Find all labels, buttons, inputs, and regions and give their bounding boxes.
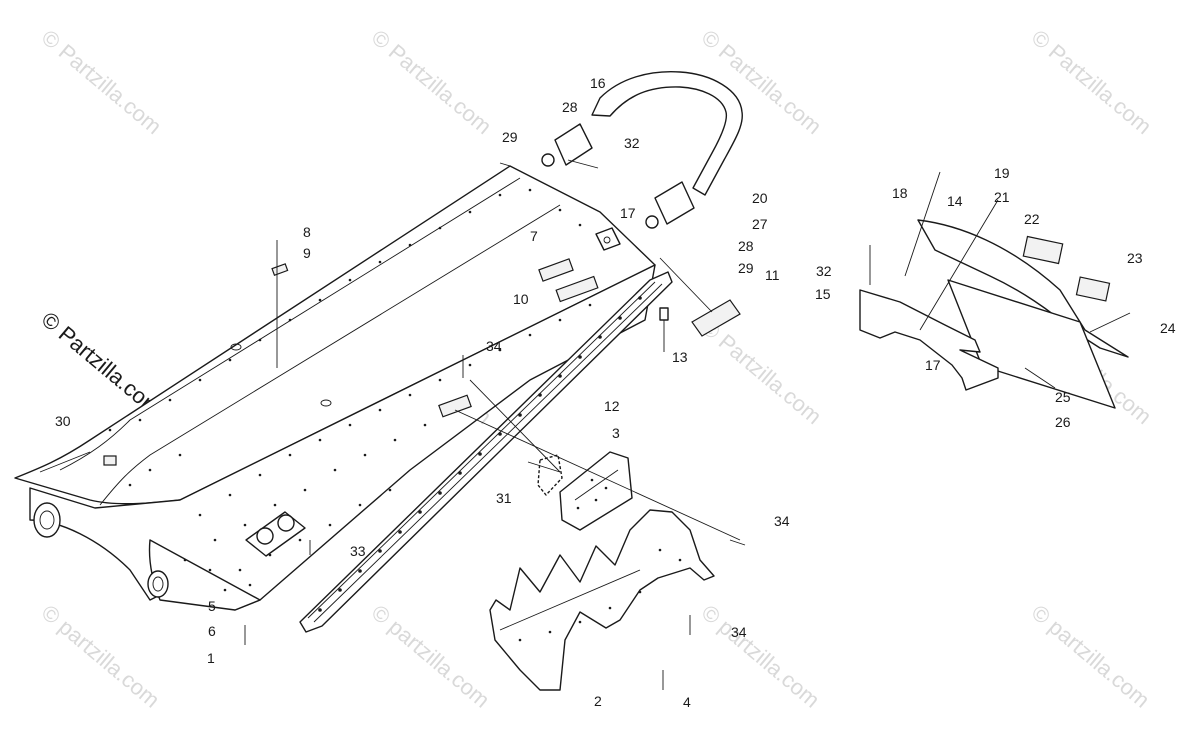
callout-31: 31 (496, 490, 512, 506)
snow-flap-2 (489, 509, 715, 691)
reflector-11 (691, 299, 741, 337)
callout-3: 3 (612, 425, 620, 441)
callout-14: 14 (947, 193, 963, 209)
knob-29-left (541, 153, 555, 167)
callout-6: 6 (208, 623, 216, 639)
decal-22 (1022, 235, 1064, 265)
callout-23: 23 (1127, 250, 1143, 266)
bracket-3 (469, 379, 633, 531)
callout-5: 5 (208, 598, 216, 614)
callout-34-bottom: 34 (731, 624, 747, 640)
watermark-top-2: © Partzilla.com (367, 25, 497, 139)
tunnel-top (14, 165, 656, 505)
callout-9: 9 (303, 245, 311, 261)
callout-29-top: 29 (502, 129, 518, 145)
callout-16: 16 (590, 75, 606, 91)
callout-28-top: 28 (562, 99, 578, 115)
rear-flap-assembly (859, 171, 1131, 409)
tunnel-mount-hole-front (33, 502, 61, 538)
callouts: 1 2 3 4 5 6 7 8 9 10 11 12 13 14 15 16 1… (55, 75, 1176, 710)
callout-26: 26 (1055, 414, 1071, 430)
handle-mount-right (654, 181, 695, 225)
fasteners (244, 162, 746, 690)
callout-7: 7 (530, 228, 538, 244)
callout-13: 13 (672, 349, 688, 365)
tunnel-ridge-3 (39, 451, 91, 473)
callout-21: 21 (994, 189, 1010, 205)
tunnel-mount-hole-rear (147, 570, 169, 598)
callout-10: 10 (513, 291, 529, 307)
callout-22: 22 (1024, 211, 1040, 227)
callout-17-top: 17 (620, 205, 636, 221)
shield-31 (537, 454, 563, 496)
tunnel-ridge-2 (99, 204, 561, 506)
decal-30 (103, 455, 117, 466)
callout-34-top: 34 (486, 338, 502, 354)
callout-32-top: 32 (624, 135, 640, 151)
watermark-top-1: © Partzilla.com (37, 25, 167, 139)
callout-2: 2 (594, 693, 602, 709)
tag-9 (271, 263, 289, 276)
watermark-bottom-4: © partzilla.com (1027, 600, 1155, 713)
tunnel-rivets (108, 188, 592, 592)
callout-27: 27 (752, 216, 768, 232)
callout-12: 12 (604, 398, 620, 414)
watermark-bottom-2: © partzilla.com (367, 600, 495, 713)
tunnel-assembly (14, 165, 656, 611)
callout-8: 8 (303, 224, 311, 240)
bracket-15 (859, 289, 999, 391)
rail-teeth (318, 296, 642, 612)
watermark-mid-2: © Partzilla.com (697, 315, 827, 429)
callout-4: 4 (683, 694, 691, 710)
watermark-bottom-1: © partzilla.com (37, 600, 165, 713)
callout-11: 11 (765, 267, 780, 283)
watermark-top-4: © Partzilla.com (1027, 25, 1157, 139)
grab-handle-16 (541, 71, 743, 229)
callout-34-right: 34 (774, 513, 790, 529)
handle-mount-left (554, 123, 593, 166)
callout-29-right: 29 (738, 260, 754, 276)
callout-25: 25 (1055, 389, 1071, 405)
decal-23 (1075, 276, 1111, 302)
callout-20: 20 (752, 190, 768, 206)
callout-18: 18 (892, 185, 908, 201)
knob-29-right (645, 215, 659, 229)
decal-7 (538, 258, 574, 282)
screw-13 (659, 307, 669, 321)
rail-runner-12 (299, 271, 673, 633)
callout-15: 15 (815, 286, 831, 302)
bracket-17 (595, 227, 621, 251)
callout-28-right: 28 (738, 238, 754, 254)
callout-24: 24 (1160, 320, 1176, 336)
callout-32-right: 32 (816, 263, 832, 279)
callout-30: 30 (55, 413, 71, 429)
callout-1: 1 (207, 650, 215, 666)
decal-10 (555, 275, 599, 303)
callout-17-right: 17 (925, 357, 941, 373)
callout-19: 19 (994, 165, 1010, 181)
watermark-bottom-3: © partzilla.com (697, 600, 825, 713)
tunnel-ridge-1 (59, 177, 521, 471)
callout-33: 33 (350, 543, 366, 559)
plate-34 (438, 394, 472, 418)
